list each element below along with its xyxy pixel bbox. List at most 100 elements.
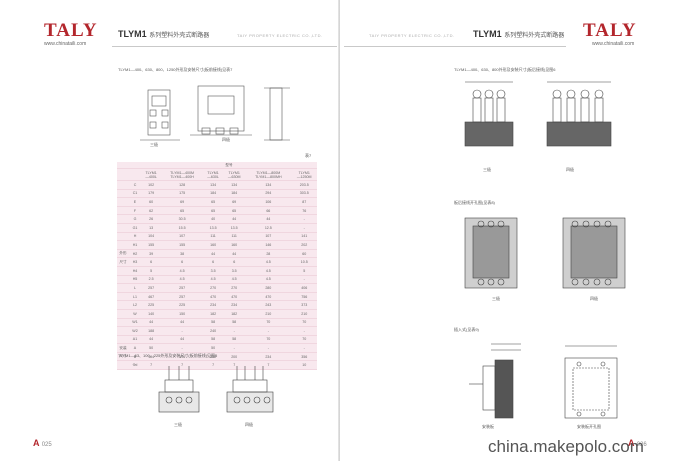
spec-row-group [117,292,129,302]
right-label-install-hole: 安装板开孔图 [577,424,601,429]
spec-row-group [117,206,129,216]
spec-cell: 10 [291,360,317,371]
spec-row-symbol: H3 [129,257,141,267]
spec-cell: - [223,326,246,336]
spec-row-symbol: E [129,197,141,207]
spec-cell: 50 [141,343,162,353]
spec-cell: 160 [223,240,246,250]
spec-cell: 60 [291,249,317,259]
spec-row-symbol: W1 [129,318,141,328]
spec-row-group: 尺寸 [117,257,129,267]
spec-row-symbol: L [129,283,141,293]
spec-cell: 58 [223,335,246,345]
spec-cell: 175 [161,189,203,199]
spec-row-symbol: Φd [129,360,141,371]
spec-cell: 203.5 [291,180,317,190]
right-company-name: TAIY PROPERTY ELECTRIC CO.,LTD. [369,33,455,38]
spec-cell: 134 [245,180,292,190]
left-logo: TALY [44,20,98,41]
left-label-sanji: 三极 [150,142,158,147]
right-label-mid-b: 四极 [590,296,598,301]
spec-cell: 134 [223,180,246,190]
spec-cell: 234 [245,352,292,362]
spec-cell: 5 [291,266,317,276]
spec-cell: 13 [141,223,162,233]
spec-row-group: 外形 [117,249,129,259]
spec-cell: 3.5 [223,266,246,276]
spec-row-group [117,309,129,319]
spec-cell: 70 [245,335,292,345]
right-page-number: A 026 [628,438,647,448]
spec-row-group [117,326,129,336]
spec-cell: 10.5 [291,257,317,267]
spec-cell: 58 [223,318,246,328]
right-caption-mid: 板后接线开孔图(见表8) [454,200,495,205]
spec-cell: 467 [141,292,162,302]
spec-cell: 150 [161,309,203,319]
spec-cell: 240 [202,326,224,336]
spec-table-model-header: 型号 [141,162,317,169]
spec-cell: - [291,326,317,336]
spec-cell: 7 [161,360,203,371]
spec-cell: 111 [223,232,246,242]
spec-cell: 4.5 [202,275,224,285]
spec-col-header: TLYM1—400M TLYM1—400H [161,168,203,181]
spec-cell: 210 [291,309,317,319]
right-logo-url: www.chinataili.com [592,41,635,47]
left-label-siji: 四极 [222,137,230,142]
spec-row-group [117,300,129,310]
spec-cell: 70 [291,318,317,328]
spec-cell: 200 [223,352,246,362]
spec-row-group [117,223,129,233]
spec-row-group [117,180,129,190]
spec-cell: 134 [202,180,224,190]
spec-cell: 5 [141,266,162,276]
spec-cell: 294 [245,189,292,199]
spec-cell: 470 [245,292,292,302]
spec-cell: 69 [223,197,246,207]
spec-cell: 44 [141,335,162,345]
spec-cell: 4.5 [161,266,203,276]
spec-cell: 12.5 [245,223,292,233]
spec-row-group [117,240,129,250]
left-label-front-a: 三极 [174,422,182,427]
spec-cell: 155 [141,240,162,250]
right-caption-bottom: 插入式(见表9) [454,327,479,332]
spec-cell: 194 [161,352,203,362]
left-label-front-b: 四极 [245,422,253,427]
spec-cell: 141 [291,232,317,242]
right-label-install: 安装板 [482,424,494,429]
spec-cell: 184 [202,189,224,199]
spec-cell: - [161,343,203,353]
spec-row-group [117,214,129,224]
spec-cell: 128 [161,180,203,190]
spec-cell: 234 [223,300,246,310]
spec-cell: 65 [161,206,203,216]
spec-cell: 3.5 [202,266,224,276]
spec-cell: 7 [202,360,224,371]
spec-cell: 406 [291,283,317,293]
spec-row-symbol: B [129,352,141,362]
spec-cell: - [291,214,317,224]
spec-cell: 4.5 [161,275,203,285]
spec-cell: 155 [161,240,203,250]
spec-cell: 6 [161,257,203,267]
left-company-name: TAIY PROPERTY ELECTRIC CO.,LTD. [237,33,323,38]
left-caption-top: TLYM1—400、630、800、1250外形及安装尺寸(板前接线)见表7 [118,67,233,72]
spec-row-symbol: G [129,214,141,224]
spec-cell: 62 [141,206,162,216]
spec-cell: 44 [161,335,203,345]
spec-row-group: 安装 [117,343,129,353]
spec-cell: 756 [291,292,317,302]
spec-row-symbol: A [129,343,141,353]
spec-cell: 44 [223,214,246,224]
